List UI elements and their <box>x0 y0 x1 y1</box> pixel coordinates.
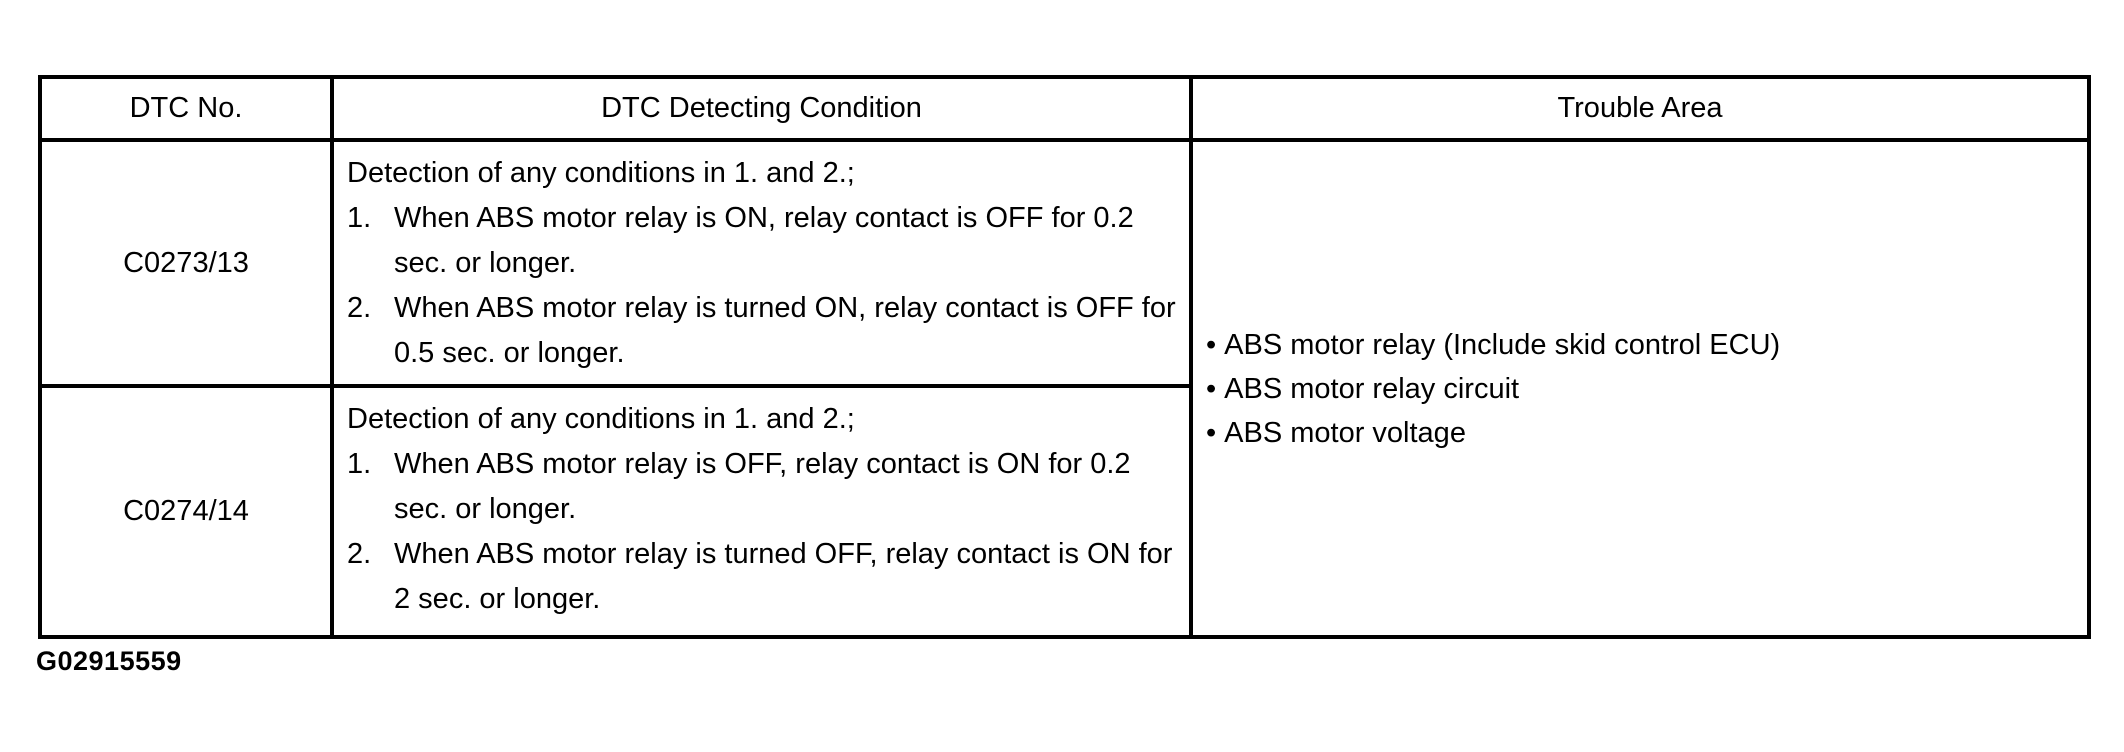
condition-list-item: 2. When ABS motor relay is turned ON, re… <box>347 286 1177 376</box>
header-cell-detecting-condition: DTC Detecting Condition <box>330 75 1193 142</box>
detecting-condition-cell: Detection of any conditions in 1. and 2.… <box>330 138 1193 388</box>
bullet-icon: • <box>1206 328 1217 361</box>
detecting-condition-cell: Detection of any conditions in 1. and 2.… <box>330 384 1193 639</box>
dtc-no-cell: C0273/13 <box>38 138 334 388</box>
condition-intro: Detection of any conditions in 1. and 2.… <box>347 157 855 189</box>
condition-intro: Detection of any conditions in 1. and 2.… <box>347 403 855 435</box>
condition-text: When ABS motor relay is ON, relay contac… <box>394 202 1134 279</box>
condition-text: When ABS motor relay is turned OFF, rela… <box>394 538 1173 615</box>
trouble-area-text: ABS motor voltage <box>1224 416 1466 449</box>
dtc-code: C0274/14 <box>123 495 249 527</box>
dtc-no-cell: C0274/14 <box>38 384 334 639</box>
dtc-table: DTC No. DTC Detecting Condition Trouble … <box>38 75 2091 639</box>
trouble-area-item: • ABS motor relay circuit <box>1206 367 2077 411</box>
trouble-area-item: • ABS motor voltage <box>1206 411 2077 455</box>
header-row: DTC No. DTC Detecting Condition Trouble … <box>38 75 2091 142</box>
table-row: C0274/14 Detection of any conditions in … <box>38 384 2089 639</box>
dtc-table-container: DTC No. DTC Detecting Condition Trouble … <box>38 75 2091 639</box>
trouble-area-text: ABS motor relay (Include skid control EC… <box>1224 328 1781 361</box>
table-row: C0273/13 Detection of any conditions in … <box>38 138 2091 639</box>
list-number: 1. <box>347 448 372 480</box>
trouble-area-item: • ABS motor relay (Include skid control … <box>1206 323 2077 367</box>
trouble-area-text: ABS motor relay circuit <box>1224 372 1520 405</box>
bullet-icon: • <box>1206 372 1217 405</box>
dtc-code: C0273/13 <box>123 246 249 279</box>
figure-id: G02915559 <box>36 646 182 676</box>
condition-text: When ABS motor relay is OFF, relay conta… <box>394 448 1131 525</box>
condition-list-item: 2. When ABS motor relay is turned OFF, r… <box>347 532 1177 622</box>
list-number: 2. <box>347 292 372 324</box>
bullet-icon: • <box>1206 416 1217 449</box>
list-number: 2. <box>347 538 372 570</box>
trouble-area-cell: • ABS motor relay (Include skid control … <box>1189 138 2091 639</box>
condition-list-item: 1. When ABS motor relay is OFF, relay co… <box>347 442 1177 532</box>
condition-text: When ABS motor relay is turned ON, relay… <box>394 292 1176 369</box>
condition-list-item: 1. When ABS motor relay is ON, relay con… <box>347 196 1177 286</box>
header-cell-dtc-no: DTC No. <box>38 75 334 142</box>
header-cell-trouble-area: Trouble Area <box>1189 75 2091 142</box>
list-number: 1. <box>347 202 372 234</box>
